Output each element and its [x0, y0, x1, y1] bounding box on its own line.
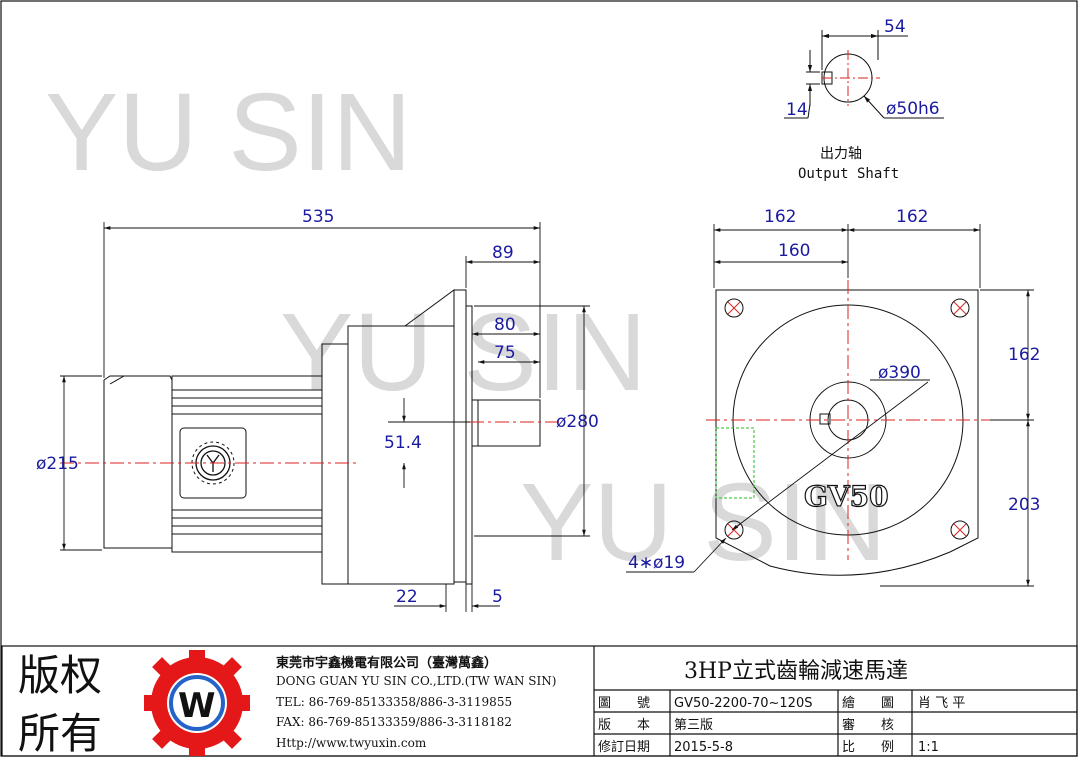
product-title: 3HP立式齒輪減速馬達	[684, 659, 908, 684]
dim-flange-diameter: ø280	[556, 412, 599, 432]
dim-shaft-diameter: ø50h6	[886, 99, 940, 119]
tb-value-revision-date: 2015-5-8	[674, 740, 733, 755]
dim-mount-holes: 4∗ø19	[628, 553, 685, 573]
shaft-caption-cn: 出力轴	[820, 146, 862, 162]
rights-text-line1: 版权	[18, 651, 102, 700]
dim-pcd: ø390	[878, 363, 921, 383]
dim-hole-span: 160	[778, 241, 810, 261]
tb-label-version: 版 本	[598, 718, 650, 733]
dim-22: 22	[396, 587, 418, 607]
dim-flange-length: 89	[492, 243, 514, 263]
dim-half-width-right: 162	[896, 207, 928, 227]
terminal-box-outline	[715, 427, 755, 499]
tb-value-drawing-no: GV50-2200-70~120S	[674, 696, 812, 711]
watermark: YU SIN	[280, 291, 647, 414]
tb-label-drawn-by: 繪 圖	[842, 695, 894, 711]
tb-value-version: 第三版	[674, 718, 713, 733]
model-badge: GV50	[804, 480, 889, 513]
dim-key-height: 14	[786, 100, 808, 120]
dim-lower-height: 203	[1008, 495, 1040, 515]
title-block	[1, 645, 1078, 757]
company-name-cn: 東莞市宇鑫機電有限公司（臺灣萬鑫）	[276, 655, 497, 671]
tb-label-scale: 比 例	[842, 740, 894, 755]
dim-half-width-left: 162	[764, 207, 796, 227]
dim-shaft-80: 80	[494, 315, 516, 335]
tb-label-reviewed: 審 核	[842, 718, 894, 733]
dim-center-offset: 51.4	[384, 433, 422, 453]
watermark: YU SIN	[520, 461, 887, 584]
shaft-caption-en: Output Shaft	[798, 166, 899, 182]
dim-upper-height: 162	[1008, 345, 1040, 365]
dim-total-length: 535	[302, 207, 334, 227]
dim-key-width: 54	[884, 17, 906, 37]
logo-letter: W	[178, 686, 216, 726]
rights-text-line2: 所有	[18, 709, 102, 757]
dim-motor-diameter: ø215	[36, 454, 79, 474]
tb-label-revision-date: 修訂日期	[598, 739, 650, 755]
dim-5: 5	[492, 587, 503, 607]
company-name-en: DONG GUAN YU SIN CO.,LTD.(TW WAN SIN)	[276, 674, 556, 688]
tb-value-scale: 1:1	[918, 740, 939, 755]
watermark: YU SIN	[45, 71, 412, 194]
tb-value-drawn-by: 肖 飞 平	[918, 696, 965, 711]
side-view	[103, 289, 541, 585]
company-fax: FAX: 86-769-85133359/886-3-3118182	[276, 715, 512, 729]
tb-label-drawing-no: 圖 號	[598, 696, 650, 711]
company-logo: W	[144, 650, 250, 756]
company-tel: TEL: 86-769-85133358/886-3-3119855	[276, 695, 512, 709]
dim-shaft-75: 75	[494, 343, 516, 363]
company-website: Http://www.twyuxin.com	[276, 736, 427, 750]
